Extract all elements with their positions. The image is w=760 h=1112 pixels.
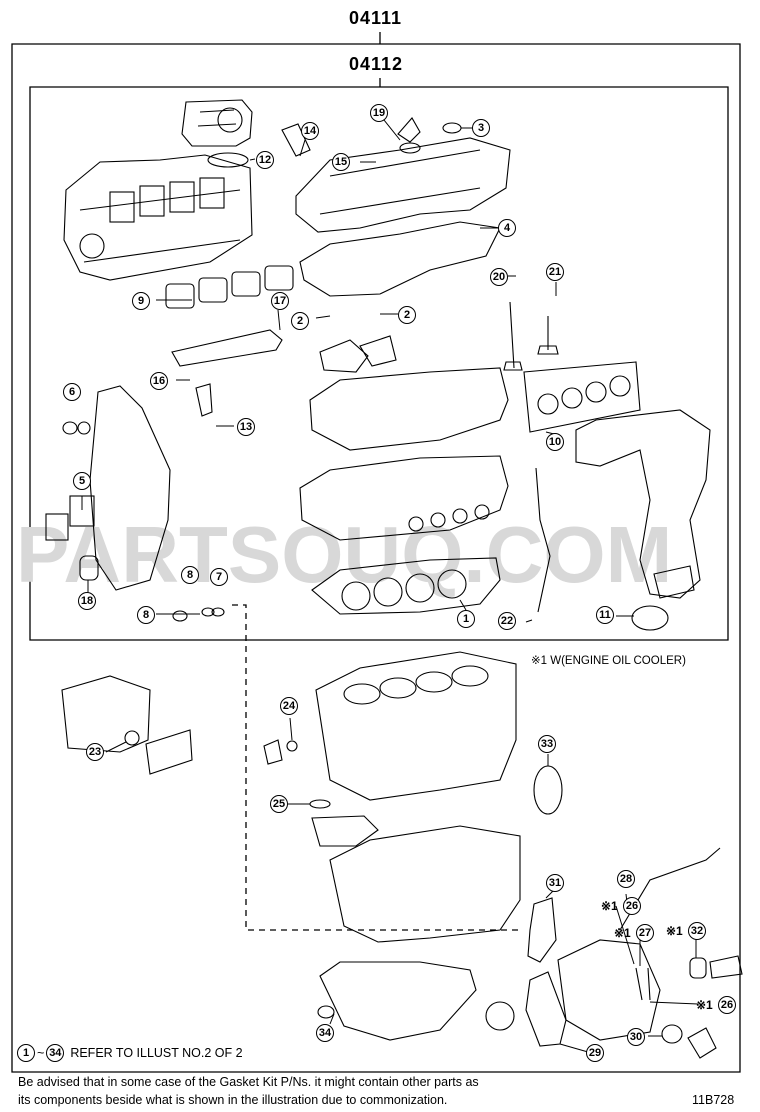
disclaimer-line-1: Be advised that in some case of the Gask…: [18, 1075, 479, 1089]
callout-18[interactable]: 18: [78, 592, 96, 610]
callout-9[interactable]: 9: [132, 292, 150, 310]
callout-10[interactable]: 10: [546, 433, 564, 451]
outer-kit-bracket: [11, 32, 741, 1073]
callout-8[interactable]: 8: [181, 566, 199, 584]
inner-kit-code: 04112: [349, 54, 404, 74]
mark-prefix-26b: ※1: [696, 998, 713, 1012]
callout-21[interactable]: 21: [546, 263, 564, 281]
callout-25[interactable]: 25: [270, 795, 288, 813]
callout-15[interactable]: 15: [332, 153, 350, 171]
callout-34[interactable]: 34: [316, 1024, 334, 1042]
refer-note: 1 ~ 34 REFER TO ILLUST NO.2 OF 2: [17, 1044, 243, 1062]
callout-22[interactable]: 22: [498, 612, 516, 630]
callout-1[interactable]: 1: [457, 610, 475, 628]
inner-kit-bracket: [29, 78, 729, 641]
callout-2[interactable]: 2: [291, 312, 309, 330]
callout-8[interactable]: 8: [137, 606, 155, 624]
callout-28[interactable]: 28: [617, 870, 635, 888]
callout-2[interactable]: 2: [398, 306, 416, 324]
mark-prefix-32: ※1: [666, 924, 683, 938]
callout-29[interactable]: 29: [586, 1044, 604, 1062]
refer-from-callout: 1: [17, 1044, 35, 1062]
callout-12[interactable]: 12: [256, 151, 274, 169]
callout-26[interactable]: 26: [623, 897, 641, 915]
callout-19[interactable]: 19: [370, 104, 388, 122]
callout-17[interactable]: 17: [271, 292, 289, 310]
callout-11[interactable]: 11: [596, 606, 614, 624]
refer-text: REFER TO ILLUST NO.2 OF 2: [70, 1046, 243, 1060]
callout-20[interactable]: 20: [490, 268, 508, 286]
watermark-text: PARTSOUQ.COM: [16, 510, 672, 599]
callout-26[interactable]: 26: [718, 996, 736, 1014]
callout-27[interactable]: 27: [636, 924, 654, 942]
callout-16[interactable]: 16: [150, 372, 168, 390]
callout-31[interactable]: 31: [546, 874, 564, 892]
oil-cooler-footnote: ※1 W(ENGINE OIL COOLER): [531, 655, 686, 667]
callout-3[interactable]: 3: [472, 119, 490, 137]
callout-33[interactable]: 33: [538, 735, 556, 753]
callout-13[interactable]: 13: [237, 418, 255, 436]
callout-6[interactable]: 6: [63, 383, 81, 401]
refer-tilde: ~: [37, 1046, 45, 1060]
mark-prefix-27: ※1: [614, 926, 631, 940]
callout-23[interactable]: 23: [86, 743, 104, 761]
callout-5[interactable]: 5: [73, 472, 91, 490]
callout-7[interactable]: 7: [210, 568, 228, 586]
callout-32[interactable]: 32: [688, 922, 706, 940]
mark-prefix-26a: ※1: [601, 899, 618, 913]
callout-24[interactable]: 24: [280, 697, 298, 715]
disclaimer-line-2: its components beside what is shown in t…: [18, 1093, 448, 1107]
illustration-code: 11B728: [692, 1093, 735, 1107]
outer-kit-code: 04111: [349, 8, 403, 28]
callout-30[interactable]: 30: [627, 1028, 645, 1046]
callout-4[interactable]: 4: [498, 219, 516, 237]
dashed-link-line: [232, 604, 520, 931]
leader-lines: [81, 114, 699, 1053]
callout-14[interactable]: 14: [301, 122, 319, 140]
refer-to-callout: 34: [46, 1044, 65, 1062]
